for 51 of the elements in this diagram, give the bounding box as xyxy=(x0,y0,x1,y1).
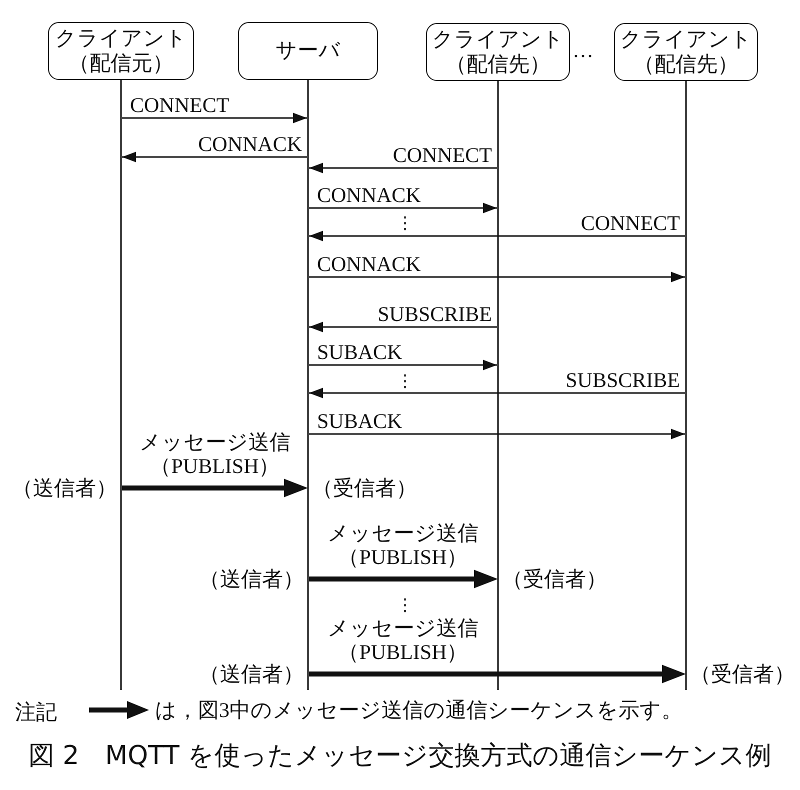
message-label: SUBSCRIBE xyxy=(378,302,492,326)
thick-message-arrow xyxy=(122,478,308,498)
message-arrow xyxy=(309,202,497,214)
message-label: CONNECT xyxy=(130,92,230,117)
figure-caption: 図 2 MQTT を使ったメッセージ交換方式の通信シーケンス例 xyxy=(28,741,772,771)
message-arrow xyxy=(122,152,307,162)
message-arrow xyxy=(309,162,497,174)
participant-box xyxy=(48,22,194,80)
ellipsis: … xyxy=(572,38,594,62)
message-arrow xyxy=(309,360,497,370)
message-label: SUBACK xyxy=(317,340,402,364)
sender-label: （送信者） xyxy=(199,566,304,592)
lifeline xyxy=(685,81,687,690)
vertical-ellipsis: ⋮ xyxy=(396,374,414,390)
message-label: メッセージ送信（PUBLISH） xyxy=(326,616,480,664)
lifeline xyxy=(120,80,122,690)
legend-text: は，図3中のメッセージ送信の通信シーケンスを示す。 xyxy=(155,698,682,722)
thick-message-arrow xyxy=(309,570,498,588)
lifeline xyxy=(307,80,309,690)
sender-label: （送信者） xyxy=(12,476,117,500)
note-heading: 注記 xyxy=(15,700,57,724)
message-label: CONNECT xyxy=(392,142,492,167)
message-label: CONNACK xyxy=(198,132,302,156)
message-label: SUBSCRIBE xyxy=(566,368,680,392)
message-arrow xyxy=(309,230,685,242)
receiver-label: （受信者） xyxy=(312,476,417,500)
message-arrow xyxy=(309,428,685,440)
message-arrow xyxy=(309,272,685,282)
receiver-label: （受信者） xyxy=(502,566,607,592)
vertical-ellipsis: ⋮ xyxy=(396,216,414,232)
message-label: CONNECT xyxy=(580,210,680,235)
participant-label: クライアント（配信先） xyxy=(432,26,564,78)
message-label: CONNACK xyxy=(317,252,421,276)
message-arrow xyxy=(309,388,685,398)
participant-label: クライアント（配信先） xyxy=(620,26,752,78)
sender-label: （送信者） xyxy=(199,662,304,686)
participant-label: クライアント（配信元） xyxy=(54,26,188,76)
message-label: CONNACK xyxy=(317,182,421,207)
message-label: メッセージ送信（PUBLISH） xyxy=(138,430,292,478)
message-arrow xyxy=(122,112,307,124)
message-arrow xyxy=(309,322,497,332)
vertical-ellipsis: ⋮ xyxy=(396,598,414,614)
lifeline xyxy=(497,81,499,690)
participant-box xyxy=(426,23,570,81)
participant-box xyxy=(238,22,378,80)
participant-box xyxy=(614,23,758,81)
receiver-label: （受信者） xyxy=(690,662,795,686)
thick-message-arrow xyxy=(309,664,686,684)
message-label: SUBACK xyxy=(317,408,402,433)
participant-label: サーバ xyxy=(274,38,342,64)
message-label: メッセージ送信（PUBLISH） xyxy=(326,522,480,569)
